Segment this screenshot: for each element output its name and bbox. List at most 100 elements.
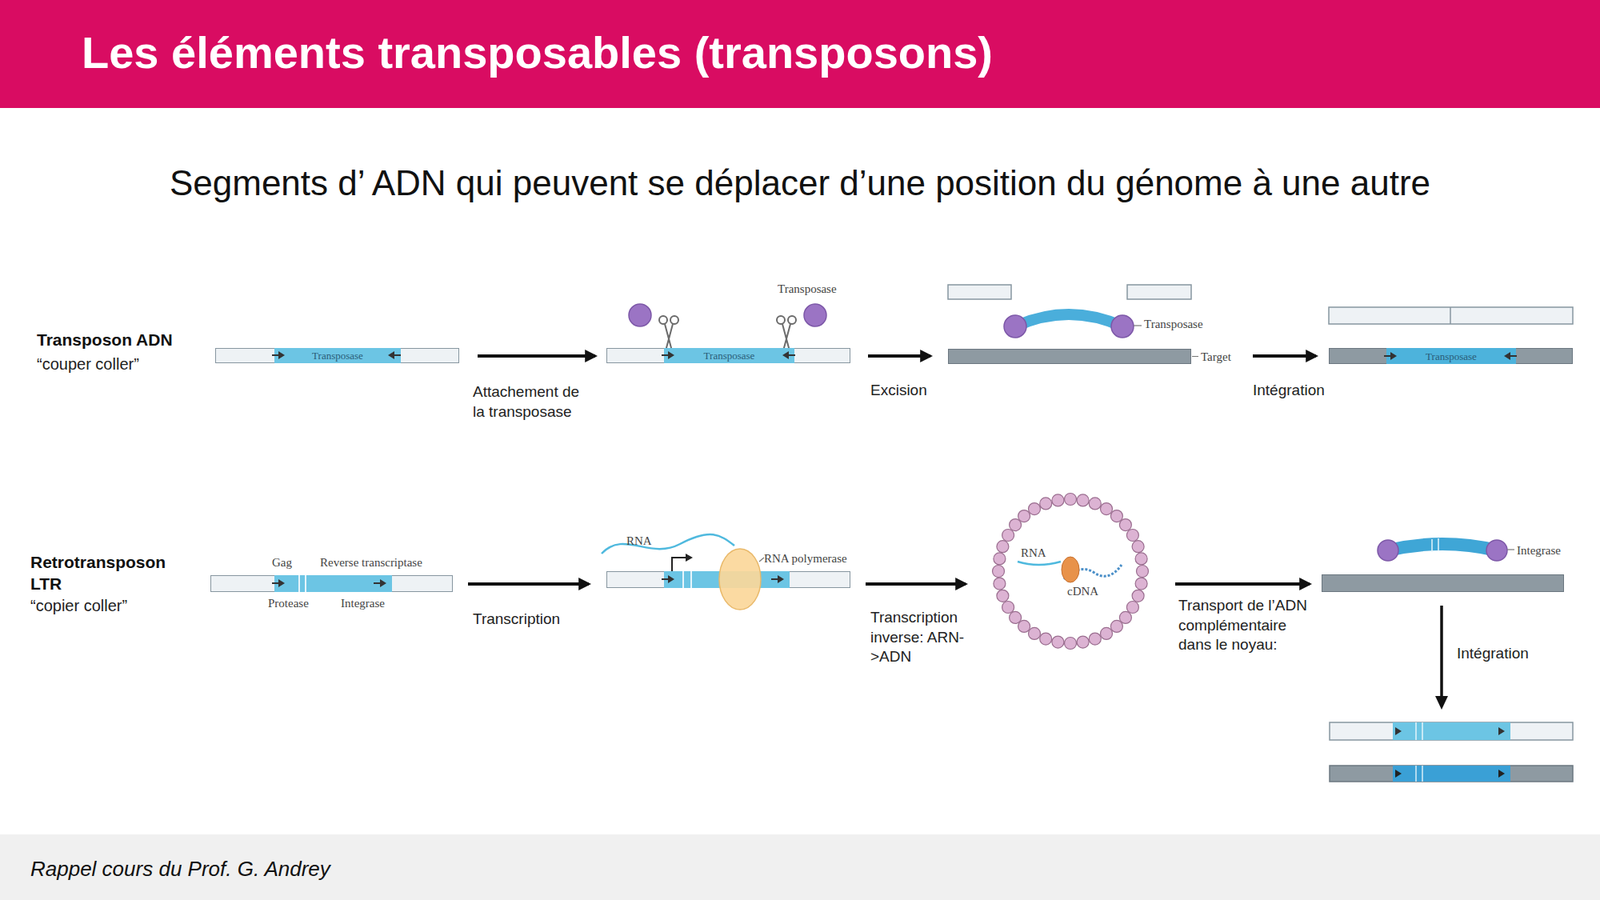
- process-arrow: [477, 354, 596, 358]
- gene-label: Reverse transcriptase: [320, 555, 423, 570]
- capsid-bead: [1002, 601, 1015, 614]
- integrated-element: [1392, 765, 1511, 782]
- segment-divider: [1431, 539, 1433, 552]
- capsid-bead: [1040, 632, 1052, 645]
- capsid-bead: [1119, 519, 1132, 532]
- repeat-marker-stem: [272, 354, 279, 356]
- molecule-label: cDNA: [1067, 584, 1099, 599]
- capsid-bead: [1132, 589, 1144, 602]
- transposase-protein: [1111, 315, 1134, 338]
- capsid-bead: [1136, 565, 1149, 578]
- integrated-transposon-bar: Transposase: [1328, 348, 1573, 364]
- donor-dna-fragment: [948, 284, 1012, 300]
- protein-label: Transposase: [777, 282, 837, 296]
- capsid-bead: [1052, 494, 1064, 507]
- capsid-bead: [1040, 497, 1052, 510]
- capsid-bead: [1009, 519, 1022, 532]
- transposon-dna-bar: Transposase: [606, 348, 851, 364]
- process-arrow: [468, 582, 589, 586]
- retrotransposon-dna-bar: GagReverse transcriptaseProteaseIntegras…: [210, 575, 453, 592]
- segment-divider: [1421, 765, 1424, 782]
- capsid-bead: [1018, 510, 1031, 523]
- capsid-bead: [1009, 611, 1022, 624]
- host-dna-bar: Integrase: [1321, 574, 1564, 592]
- transposon-segment: Transposase: [274, 348, 401, 364]
- capsid-bead: [1100, 503, 1113, 516]
- gene-label: Transposase: [704, 350, 756, 361]
- transposase-protein: [628, 304, 652, 327]
- segment-divider: [682, 571, 684, 588]
- scissors-loop: [776, 316, 785, 324]
- integrase-protein: [1486, 540, 1508, 561]
- capsid-bead: [1110, 620, 1123, 632]
- repeat-marker: [278, 351, 285, 360]
- gene-label: Protease: [268, 596, 309, 611]
- step-label: Intégration: [1252, 380, 1373, 401]
- repeat-marker-stem: [661, 354, 668, 356]
- capsid-bead: [1135, 552, 1148, 565]
- repair-junction: [1449, 307, 1452, 324]
- source-note: Rappel cours du Prof. G. Andrey: [30, 856, 331, 882]
- transcription-start-arrowhead: [685, 553, 693, 562]
- repeat-marker: [668, 351, 675, 360]
- capsid-bead: [1076, 636, 1089, 648]
- capsid-bead: [1126, 529, 1139, 542]
- segment-divider: [1437, 538, 1440, 552]
- transposon-dna-bar: Transposase: [215, 348, 460, 364]
- integrated-element: [1392, 722, 1511, 740]
- process-arrow: [1175, 582, 1310, 586]
- process-arrow: [1252, 354, 1316, 358]
- segment-divider: [690, 571, 692, 588]
- transposon-segment: Transposase: [664, 348, 795, 364]
- repeat-marker-stem: [272, 582, 279, 584]
- step-label: Transcription: [472, 609, 593, 630]
- transposon-segment: Transposase: [1386, 348, 1516, 364]
- scissors-loop: [659, 316, 668, 324]
- repeat-marker-stem: [788, 354, 796, 356]
- ltr-marker: [1498, 769, 1505, 778]
- gene-label: Transposase: [1425, 351, 1477, 362]
- row-heading: Retrotransposon LTR: [30, 551, 183, 596]
- enzyme-label: Integrase: [1516, 543, 1561, 558]
- integrase-protein: [1377, 540, 1399, 561]
- capsid-bead: [992, 565, 1005, 578]
- protein-label: Transposase: [1144, 317, 1204, 332]
- leader-line: [1507, 548, 1515, 550]
- capsid-bead: [1064, 493, 1077, 506]
- host-dna-strand: [1329, 722, 1573, 740]
- capsid-bead: [1064, 637, 1077, 650]
- excised-transposon: [1015, 314, 1123, 327]
- repeat-marker: [777, 575, 784, 584]
- row-subheading: “couper coller”: [36, 355, 140, 374]
- capsid-bead: [1052, 636, 1064, 648]
- enzyme-label: RNA polymerase: [764, 551, 848, 566]
- repeat-marker-stem: [373, 582, 380, 584]
- capsid-bead: [1135, 577, 1148, 590]
- molecule-label: RNA: [1020, 545, 1047, 560]
- molecule-label: RNA: [626, 534, 652, 548]
- leader-line: [759, 557, 764, 562]
- host-dna-strand: [1329, 765, 1573, 782]
- capsid-bead: [1126, 601, 1139, 614]
- repeat-marker: [782, 351, 789, 360]
- row-subheading: “copier coller”: [30, 596, 128, 616]
- gene-label: Transposase: [312, 350, 364, 361]
- donor-dna-fragment: [1127, 284, 1192, 300]
- particle-circle: RNA cDNA: [998, 499, 1143, 644]
- segment-divider: [304, 575, 307, 592]
- repeat-marker: [1504, 352, 1511, 360]
- ltr-marker: [1395, 727, 1402, 736]
- segment-divider: [1421, 722, 1424, 740]
- capsid-bead: [1100, 627, 1113, 640]
- step-label: Attachement de la transposase: [472, 382, 593, 422]
- row-heading: Transposon ADN: [36, 330, 173, 350]
- capsid-bead: [1076, 494, 1089, 507]
- integrase-cdna-complex: [1388, 544, 1497, 551]
- capsid-bead: [996, 540, 1009, 553]
- slide-subtitle: Segments d’ ADN qui peuvent se déplacer …: [0, 162, 1600, 205]
- capsid-bead: [996, 589, 1009, 602]
- capsid-bead: [993, 577, 1006, 590]
- capsid-bead: [1002, 529, 1015, 542]
- scissors-loop: [788, 316, 796, 324]
